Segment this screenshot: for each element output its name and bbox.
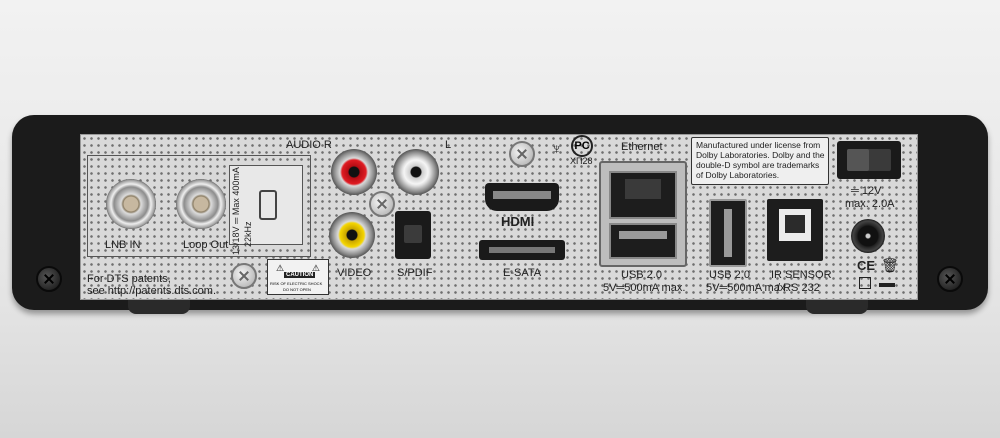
hdmi-port[interactable]: [485, 183, 559, 211]
certification-mark-icon: ♆: [551, 141, 563, 158]
tuner-label-area: [229, 165, 303, 245]
caution-line2: DO NOT OPEN: [283, 287, 311, 292]
esata-label: E-SATA: [503, 267, 542, 279]
rs232-label: / RS 232: [777, 282, 820, 294]
caution-line1: RISK OF ELECTRIC SHOCK: [270, 281, 323, 286]
spdif-label: S/PDIF: [397, 267, 433, 279]
hdmi-label: HDMI: [501, 214, 535, 229]
loop-out-connector[interactable]: [176, 179, 226, 229]
video-rca-jack[interactable]: [329, 212, 375, 258]
ir-rs232-port[interactable]: [767, 199, 823, 261]
cert-code: ХП28: [570, 156, 593, 166]
dolby-notice-box: Manufactured under license from Dolby La…: [691, 137, 829, 185]
usb-right-power: 5V═500mA max.: [706, 282, 789, 294]
gost-mark-icon: PC: [571, 135, 593, 157]
power-current-label: max. 2.0A: [845, 198, 895, 210]
usb-port-left[interactable]: [609, 223, 677, 259]
lnb-in-label: LNB IN: [105, 239, 141, 251]
power-voltage-label: ═ 12V: [851, 185, 882, 197]
right-foot: [806, 300, 868, 314]
lnb-polarity-icon: [259, 190, 277, 220]
audio-left-rca-jack[interactable]: [393, 149, 439, 195]
usb-left-power: 5V═500mA max.: [603, 282, 686, 294]
ethernet-port[interactable]: [609, 171, 677, 219]
dts-notice-line1: For DTS patents,: [87, 273, 171, 285]
tuner-box: [87, 155, 311, 257]
ethernet-label: Ethernet: [621, 141, 663, 153]
left-foot: [128, 300, 190, 314]
floor-surface: [0, 300, 1000, 438]
chassis-screw-left: [36, 266, 62, 292]
panel-screw-lower: [231, 263, 257, 289]
loop-out-label: Loop Out: [183, 239, 229, 251]
caution-title: CAUTION: [284, 272, 316, 278]
weee-bin-icon: 🗑: [881, 257, 899, 273]
lnb-spec-text: 13/18V ═ Max 400mA: [231, 167, 241, 255]
usb-port-right[interactable]: [709, 199, 747, 267]
audio-l-label: L: [445, 139, 452, 151]
dolby-line1: Manufactured under license from: [696, 140, 821, 150]
chassis-screw-right: [937, 266, 963, 292]
usb-left-label: USB 2.0: [621, 269, 662, 281]
ir-sensor-label: IR SENSOR: [771, 269, 832, 281]
panel-screw-av: [369, 191, 395, 217]
lnb-spec-freq: 22kHz: [243, 221, 253, 247]
esata-port[interactable]: [479, 240, 565, 260]
dts-notice-line2: see http://patents.dts.com.: [87, 285, 217, 297]
rear-panel: LNB IN Loop Out 13/18V ═ Max 400mA 22kHz…: [80, 134, 918, 300]
warning-triangle-icon: ⚠: [276, 263, 285, 273]
dolby-line4: of Dolby Laboratories.: [696, 170, 780, 180]
weee-bar-icon: [879, 283, 895, 287]
warning-triangle-icon: ⚠: [311, 263, 320, 273]
dc-power-jack[interactable]: [851, 219, 885, 253]
audio-right-rca-jack[interactable]: [331, 149, 377, 195]
video-label: VIDEO: [337, 267, 372, 279]
dolby-line3: double-D symbol are trademarks: [696, 160, 820, 170]
spdif-optical-port[interactable]: [395, 211, 431, 259]
ce-mark: CE: [857, 258, 876, 273]
power-switch[interactable]: [837, 141, 901, 179]
caution-label: ⚠ ⚠ CAUTION RISK OF ELECTRIC SHOCK DO NO…: [267, 259, 329, 295]
dolby-line2: Dolby Laboratories. Dolby and the: [696, 150, 825, 160]
double-insulation-icon: [859, 277, 871, 289]
usb-right-label: USB 2.0: [709, 269, 750, 281]
lnb-in-connector[interactable]: [106, 179, 156, 229]
panel-screw-top: [509, 141, 535, 167]
audio-r-label: AUDIO R: [286, 139, 332, 151]
